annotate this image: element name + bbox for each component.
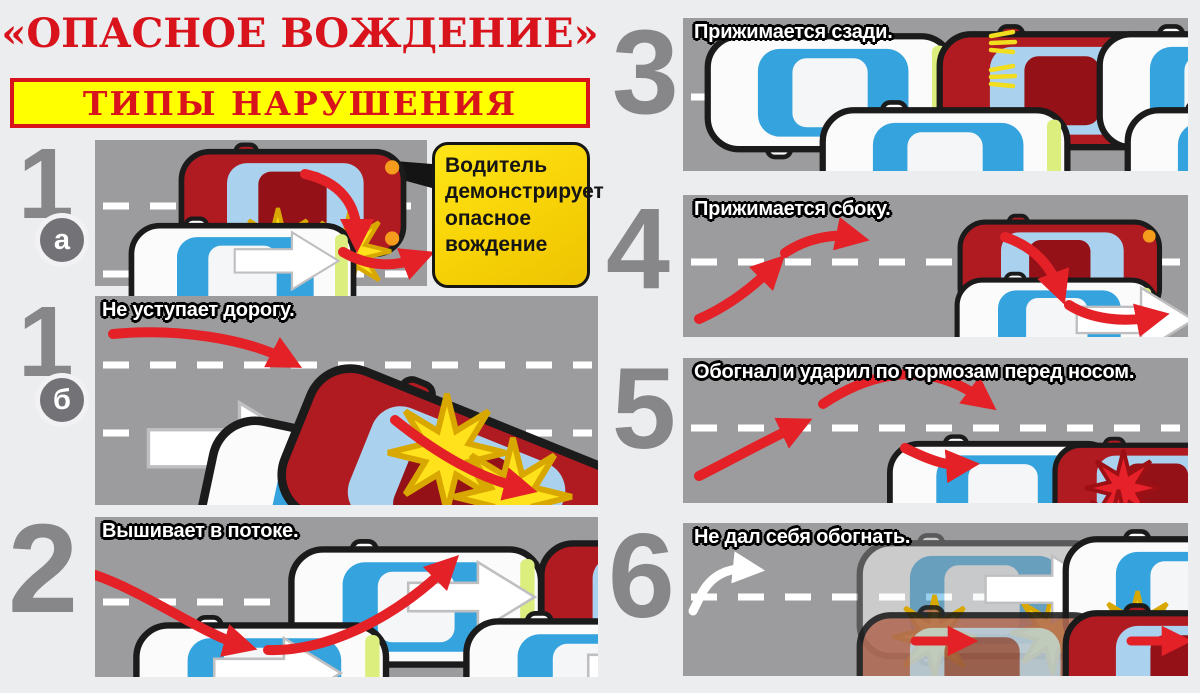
red-arrow	[818, 369, 997, 411]
panel-1b-caption: Не уступает дорогу.	[102, 299, 295, 321]
panel-4-scene	[683, 195, 1188, 337]
panel-1a-scene	[95, 140, 435, 337]
red-arrow	[694, 254, 786, 324]
red-arrow	[263, 554, 460, 656]
callout-line: демонстрирует	[445, 180, 604, 204]
headlight-flash-icon	[988, 63, 1018, 89]
callout-line: опасное	[445, 206, 532, 230]
callout-line: Водитель	[445, 154, 548, 177]
panel-6-scene	[683, 523, 1188, 676]
headlight-flash-icon	[988, 29, 1018, 55]
red-arrow	[338, 247, 435, 280]
panel-1b-letter-badge: б	[35, 373, 89, 427]
panel-1a-letter-badge: а	[35, 213, 89, 267]
poster-title: «ОПАСНОЕ ВОЖДЕНИЕ»	[1, 10, 599, 57]
callout-box: Водитель демонстрирует опасное вождение	[432, 142, 604, 288]
red-arrow	[900, 443, 980, 484]
panel-5-caption: Обогнал и ударил по тормозам перед носом…	[694, 361, 1135, 383]
panel-6-caption: Не дал себя обогнать.	[694, 526, 911, 548]
white-car-icon	[464, 611, 598, 677]
red-arrow	[300, 169, 374, 253]
panel-3-scene	[683, 18, 1188, 171]
red-arrow	[694, 417, 813, 481]
panel-2-scene	[95, 517, 598, 677]
red-arrow	[1000, 232, 1070, 305]
panel-4-number: 4	[606, 185, 670, 313]
panel-5-scene	[683, 358, 1188, 503]
white-curved-arrow	[688, 551, 766, 616]
panel-6-number: 6	[608, 509, 675, 643]
red-arrow	[390, 415, 538, 501]
poster-subtitle: ТИПЫ НАРУШЕНИЯ	[82, 83, 518, 123]
poster-subtitle-banner: ТИПЫ НАРУШЕНИЯ	[10, 78, 590, 128]
panel-4-caption: Прижимается сбоку.	[694, 198, 891, 220]
panel-1b-scene	[95, 296, 598, 505]
red-arrow	[780, 217, 870, 258]
red-arrow	[1064, 300, 1170, 337]
red-arrow	[95, 570, 258, 657]
panel-3-caption: Прижимается сзади.	[694, 21, 893, 43]
red-arrow	[108, 327, 303, 368]
panel-2-number: 2	[8, 498, 79, 639]
panel-3-number: 3	[612, 5, 679, 139]
callout-line: вождение	[445, 233, 548, 257]
white-car-icon	[821, 100, 1070, 171]
panel-2-caption: Вышивает в потоке.	[102, 520, 299, 542]
panel-5-number: 5	[612, 345, 676, 473]
